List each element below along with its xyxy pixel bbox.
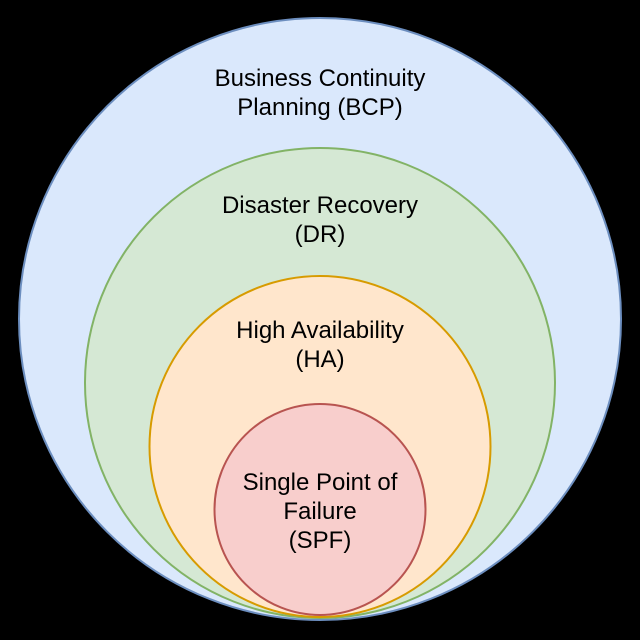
label-dr-line1: Disaster Recovery bbox=[222, 192, 418, 219]
label-spf-line1: Single Point of bbox=[243, 469, 398, 496]
circle-spf bbox=[213, 403, 427, 616]
label-spf-line2: Failure bbox=[283, 498, 356, 525]
label-ha-line1: High Availability bbox=[236, 317, 404, 344]
label-ha-line2: (HA) bbox=[295, 346, 344, 373]
label-bcp-line1: Business Continuity bbox=[215, 65, 426, 92]
label-bcp-line2: Planning (BCP) bbox=[237, 94, 402, 121]
label-dr-line2: (DR) bbox=[295, 221, 346, 248]
label-spf-line3: (SPF) bbox=[289, 527, 352, 554]
